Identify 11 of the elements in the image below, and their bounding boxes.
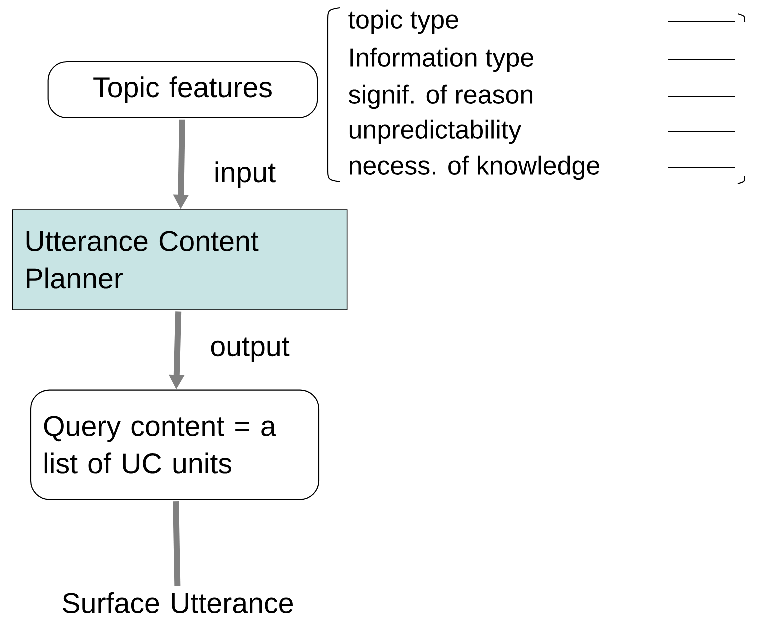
process-box: Topic features — [48, 61, 318, 119]
edge-label: output — [208, 336, 292, 364]
list-item: Information type — [350, 48, 534, 72]
list-item: topic type — [348, 10, 458, 34]
output-text: Surface Utterance — [62, 592, 294, 614]
process-box: Query content = a list of UC units — [30, 390, 320, 500]
planner-box: Utterance Content Planner — [12, 210, 348, 310]
list-item: signif. of reason — [349, 84, 533, 110]
list-item: necess. of knowledge — [350, 156, 600, 180]
edge-label: input — [212, 160, 278, 190]
list-item: unpredictability — [350, 120, 522, 144]
